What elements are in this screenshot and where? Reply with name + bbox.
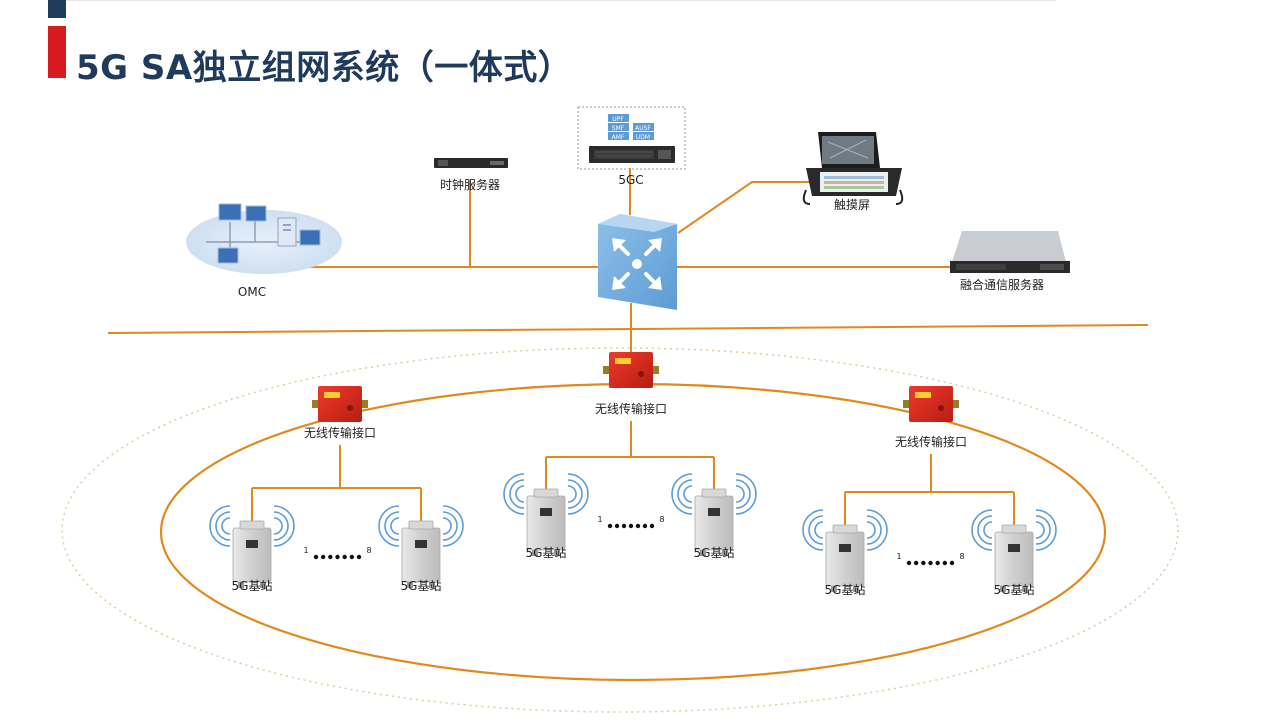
base-station-3-last [971, 509, 1057, 592]
core-module-udm: UDM [636, 134, 650, 141]
base-station-2-first [503, 473, 589, 556]
top-divider [66, 0, 1056, 1]
base-station-range-3 [906, 560, 955, 566]
base-station-label-3a: 5G基站 [825, 583, 866, 597]
range-end-label-1: 8 [366, 546, 371, 555]
range-start-label-1: 1 [303, 546, 308, 555]
coverage-area-outline [61, 347, 1179, 713]
core-switch-icon [598, 214, 677, 310]
base-station-3-first [802, 509, 888, 592]
wireless-interface-label-3: 无线传输接口 [895, 434, 967, 449]
wireless-interface-3 [903, 386, 959, 422]
base-station-2-last [671, 473, 757, 556]
omc-cluster [186, 203, 342, 274]
access-layer: 无线传输接口 5G基站 5G基站 1 8 无线传输接口 5G基站 5G基站 1 8 无线传输接口 5G… [209, 352, 1057, 597]
converged-server-label: 融合通信服务器 [960, 277, 1044, 292]
touch-screen-label: 触摸屏 [834, 198, 870, 212]
base-station-1-last [378, 505, 464, 588]
title-accent-red [48, 26, 66, 78]
wireless-interface-2 [603, 352, 659, 388]
omc-label: OMC [238, 285, 266, 299]
core-module-upf: UPF [612, 116, 624, 123]
base-station-label-2a: 5G基站 [526, 546, 567, 560]
range-end-label-3: 8 [959, 552, 964, 561]
wireless-interface-label-2: 无线传输接口 [595, 401, 667, 416]
converged-server [950, 231, 1070, 273]
touch-screen-device [802, 132, 904, 205]
base-station-range-1 [313, 554, 362, 560]
range-start-label-2: 1 [597, 515, 602, 524]
base-station-1-first [209, 505, 295, 588]
range-start-label-3: 1 [896, 552, 901, 561]
base-station-range-2 [607, 523, 655, 529]
base-station-label-2b: 5G基站 [694, 546, 735, 560]
range-end-label-2: 8 [659, 515, 664, 524]
network-separator [107, 324, 1149, 334]
base-station-label-3b: 5G基站 [994, 583, 1035, 597]
title-accent-navy [48, 0, 66, 18]
core-module-ausf: AUSF [635, 125, 651, 132]
core-module-smf: SMF [612, 125, 625, 132]
core-network-label: 5GC [618, 173, 643, 187]
base-station-label-1a: 5G基站 [232, 579, 273, 593]
clock-server [434, 158, 508, 168]
core-links [300, 168, 955, 352]
base-station-label-1b: 5G基站 [401, 579, 442, 593]
page-title: 5G SA独立组网系统（一体式） [76, 48, 573, 88]
wireless-interface-1 [312, 386, 368, 422]
clock-server-label: 时钟服务器 [440, 177, 500, 192]
core-network-5gc: UPF SMF AUSF AMF UDM [577, 106, 686, 170]
ring-network [159, 382, 1107, 682]
wireless-interface-label-1: 无线传输接口 [304, 425, 376, 440]
core-module-amf: AMF [612, 134, 625, 141]
